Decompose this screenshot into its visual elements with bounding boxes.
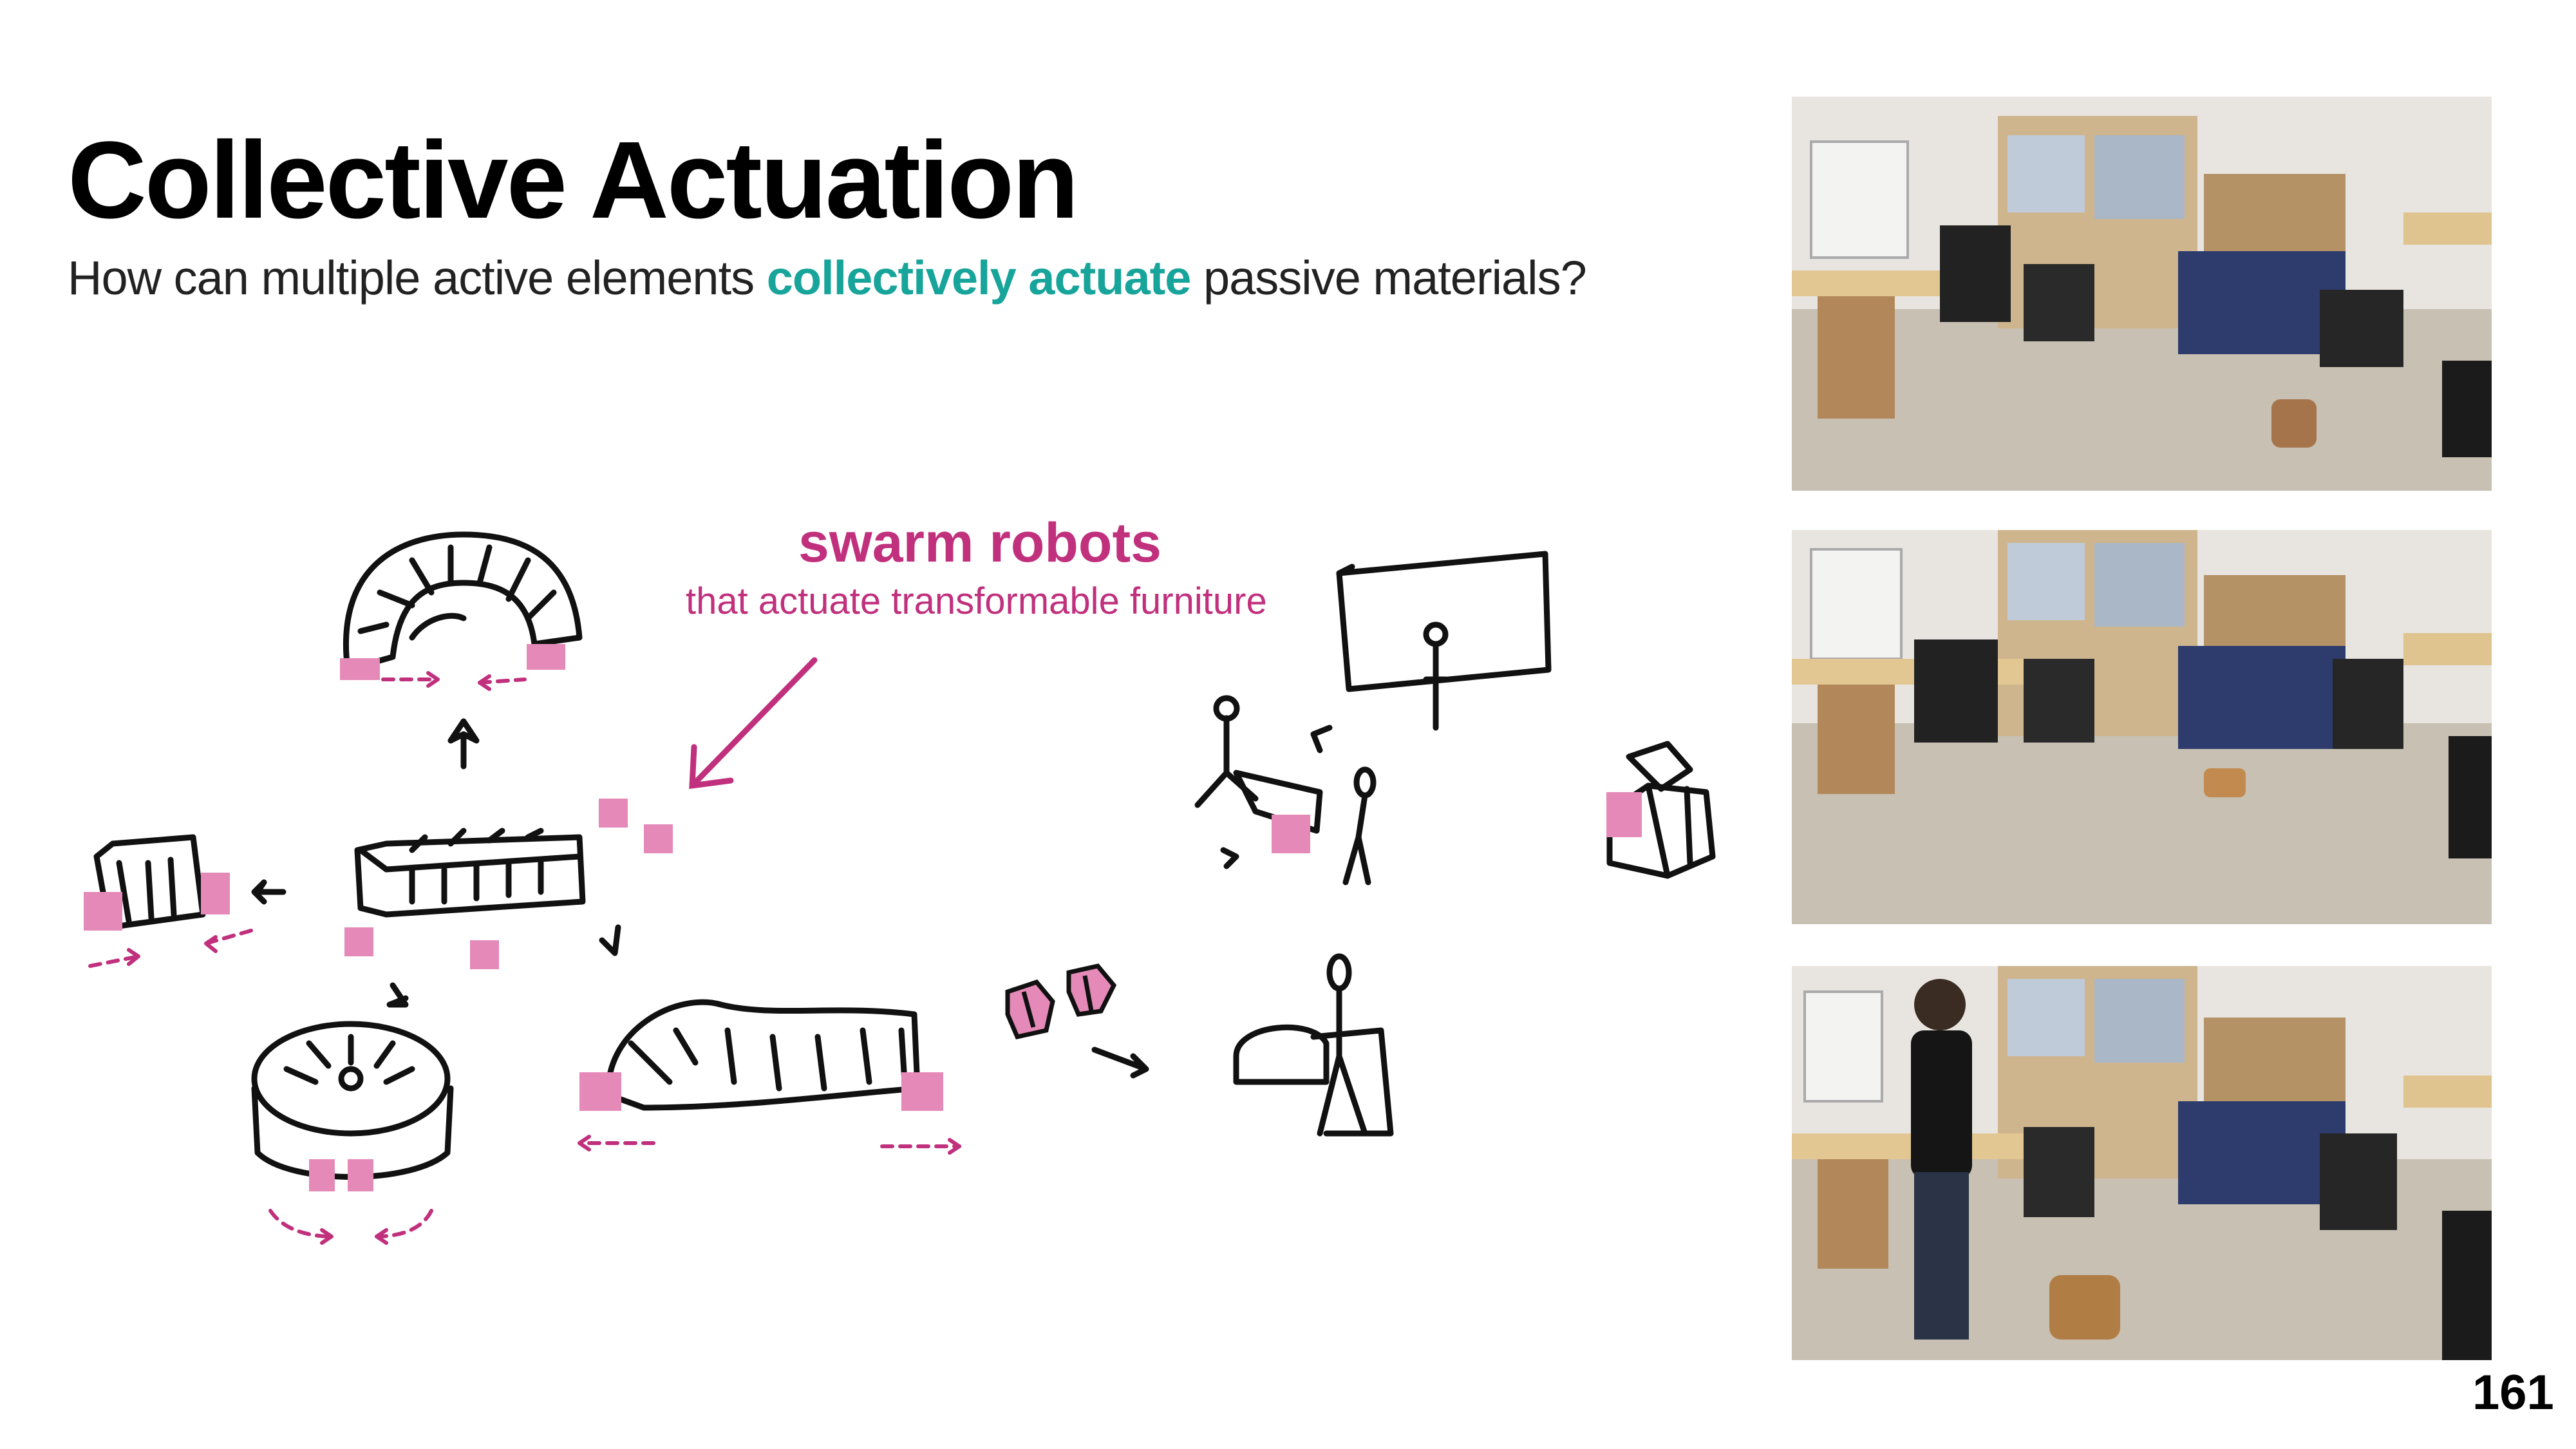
arrow-up-drawing bbox=[447, 718, 480, 770]
round-stool-drawing bbox=[251, 1021, 454, 1180]
robot-marker bbox=[470, 940, 499, 969]
page-number: 161 bbox=[2472, 1365, 2554, 1420]
robot-marker bbox=[901, 1072, 943, 1111]
arrow-up-left-drawing bbox=[1310, 724, 1333, 753]
person-moving-furniture-drawing bbox=[1194, 695, 1323, 834]
robot-marker bbox=[644, 824, 673, 853]
robot-marker bbox=[201, 873, 230, 914]
robot-marker bbox=[344, 927, 373, 956]
person-standing-drawing bbox=[1342, 766, 1377, 886]
callout-title: swarm robots bbox=[798, 512, 1161, 574]
arrow-down-drawing bbox=[386, 982, 409, 1008]
swarm-robot-markers bbox=[84, 644, 1642, 1191]
robot-marker bbox=[340, 658, 380, 680]
robot-marker bbox=[309, 1159, 335, 1191]
robot-marker bbox=[1606, 792, 1642, 837]
slide-subtitle: How can multiple active elements collect… bbox=[68, 251, 1587, 305]
subtitle-text-before: How can multiple active elements bbox=[68, 251, 767, 305]
robot-marker bbox=[84, 892, 122, 931]
long-sofa-drawing bbox=[605, 999, 921, 1111]
subtitle-emphasis: collectively actuate bbox=[766, 251, 1192, 305]
arrow-down-right-drawing bbox=[599, 924, 621, 956]
subtitle-text-after: passive materials? bbox=[1190, 251, 1587, 305]
robot-marker bbox=[599, 799, 628, 828]
robot-marker bbox=[579, 1072, 621, 1111]
slide-title: Collective Actuation bbox=[68, 119, 1079, 242]
robot-marker bbox=[527, 644, 565, 670]
arrow-right-drawing bbox=[1091, 1046, 1149, 1079]
robot-marker bbox=[1272, 815, 1310, 853]
arch-furniture-drawing bbox=[343, 531, 583, 673]
callout-arrow bbox=[689, 657, 818, 790]
bench-furniture-drawing bbox=[354, 828, 586, 918]
robot-cube bbox=[1069, 966, 1114, 1014]
callout-subtitle: that actuate transformable furniture bbox=[686, 580, 1267, 622]
wall-furniture-drawing bbox=[1336, 551, 1552, 731]
arrow-down-left-drawing-2 bbox=[1220, 847, 1239, 869]
lab-photo-robot-on-floor bbox=[1792, 530, 2492, 924]
lab-photo-person-with-furniture bbox=[1792, 966, 2492, 1360]
lab-photo-robot-near-table bbox=[1792, 97, 2492, 491]
robot-cube-outlines bbox=[1005, 963, 1117, 1040]
arrow-left-drawing bbox=[251, 879, 287, 905]
motion-arrowheads bbox=[127, 671, 961, 1245]
motion-arrows bbox=[88, 677, 961, 1238]
robot-marker bbox=[348, 1159, 373, 1191]
stacked-blocks-drawing bbox=[1606, 741, 1716, 879]
person-on-chair-drawing bbox=[1233, 953, 1394, 1137]
